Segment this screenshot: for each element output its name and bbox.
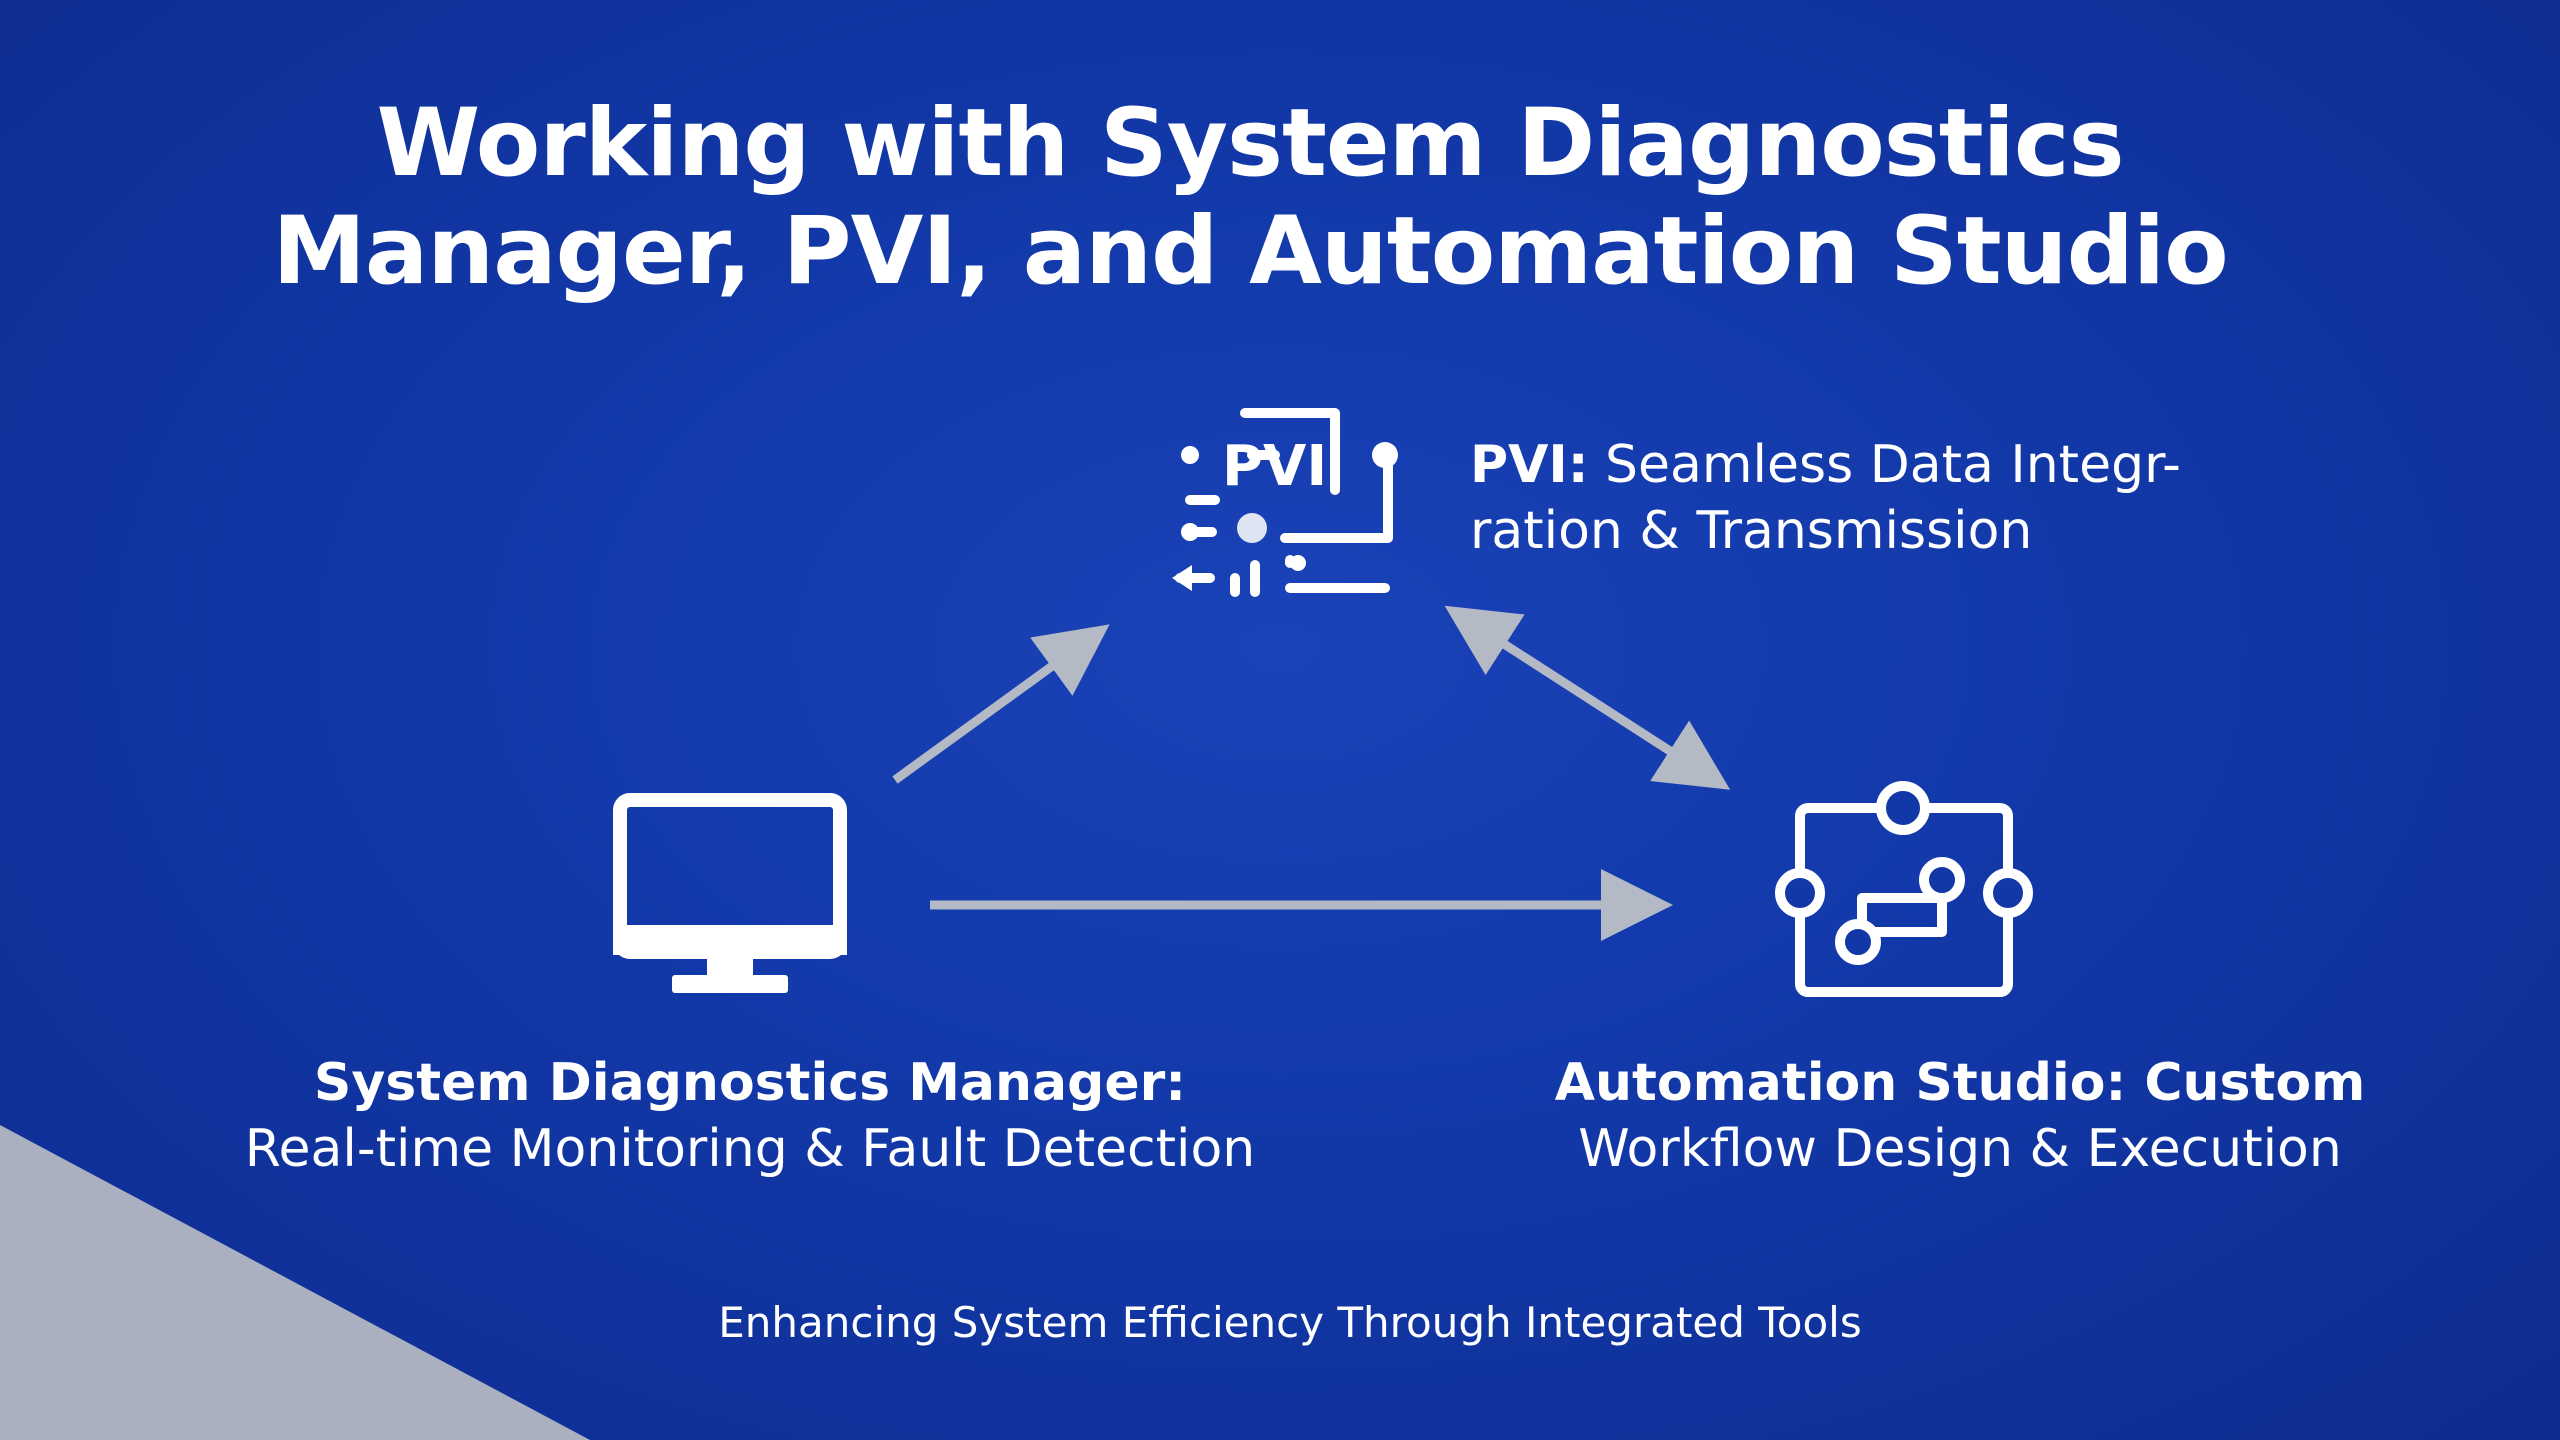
pvi-node-dot (1237, 513, 1267, 543)
pvi-node-dot (1290, 555, 1306, 571)
slide-title: Working with System Diagnostics Manager,… (272, 89, 2228, 306)
pvi-left-arrow (1172, 565, 1192, 591)
monitor-icon (613, 793, 847, 993)
arrow-sdm-to-pvi (892, 624, 1110, 784)
workflow-icon (1775, 781, 2033, 997)
sdm-caption-desc: Real-time Monitoring & Fault Detection (244, 1119, 1256, 1179)
pvi-caption: PVI: Seamless Data Integr- ration & Tran… (1470, 432, 2190, 564)
pvi-circuit-icon (1175, 408, 1393, 597)
pvi-icon-text: PVI (1222, 434, 1327, 499)
pvi-node-dot (1372, 442, 1398, 468)
as-caption: Automation Studio: Custom Workflow Desig… (1540, 1050, 2380, 1182)
arrow-pvi-to-as (1444, 605, 1731, 790)
as-caption-title: Automation Studio: Custom (1554, 1053, 2366, 1113)
pvi-caption-desc-1: Seamless Data Integr- (1588, 435, 2181, 495)
pvi-node-dot (1181, 523, 1199, 541)
pvi-caption-desc-2: ration & Transmission (1470, 501, 2033, 561)
pvi-caption-name: PVI: (1470, 435, 1589, 495)
pvi-node-dot (1181, 446, 1199, 464)
slide-footer: Enhancing System Efficiency Through Inte… (718, 1298, 1862, 1347)
sdm-caption: System Diagnostics Manager: Real-time Mo… (240, 1050, 1260, 1182)
as-caption-desc: Workflow Design & Execution (1578, 1119, 2342, 1179)
sdm-caption-title: System Diagnostics Manager: (313, 1053, 1187, 1113)
